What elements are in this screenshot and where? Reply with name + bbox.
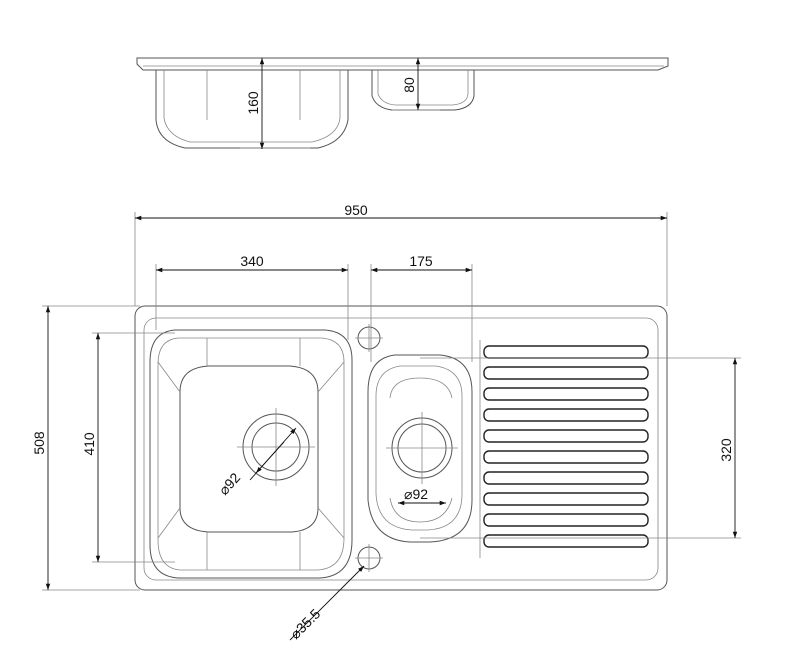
- drainer-groove: [483, 345, 649, 359]
- drainer-groove: [483, 450, 649, 464]
- plan-dimensions: 950 340 175 508 410 320 ⌀92: [31, 202, 741, 642]
- drainer-groove: [483, 492, 649, 506]
- drainer-groove: [483, 471, 649, 485]
- small-bowl-depth-label: 320: [718, 438, 734, 462]
- tap-hole-bottom: [355, 544, 383, 572]
- drainer-groove: [483, 513, 649, 527]
- depth-main-label: 160: [245, 91, 261, 115]
- svg-text:⌀92: ⌀92: [404, 486, 428, 502]
- small-bowl-width-label: 175: [409, 253, 433, 269]
- drainer-grooves: [483, 345, 649, 548]
- svg-text:⌀92: ⌀92: [215, 469, 243, 498]
- overall-depth-label: 508: [31, 431, 47, 455]
- side-section-view: [136, 57, 669, 149]
- drainer-groove: [483, 534, 649, 548]
- small-waste-outlet: [386, 412, 458, 484]
- main-waste-outlet: [237, 408, 315, 486]
- drainer-groove: [483, 408, 649, 422]
- drainer-groove: [483, 429, 649, 443]
- tap-hole-top: [355, 324, 383, 352]
- drainer-groove: [483, 366, 649, 380]
- plan-view: [134, 305, 668, 591]
- small-waste-diameter-label: 92: [412, 486, 428, 502]
- main-bowl-depth-label: 410: [81, 432, 97, 456]
- section-dimensions: 160 80: [245, 58, 421, 149]
- drainer-groove: [483, 387, 649, 401]
- svg-text:⌀35.5: ⌀35.5: [287, 605, 324, 642]
- overall-width-label: 950: [344, 202, 368, 218]
- main-bowl-width-label: 340: [240, 253, 264, 269]
- diameter-symbol: ⌀: [404, 486, 412, 502]
- depth-small-label: 80: [401, 77, 417, 93]
